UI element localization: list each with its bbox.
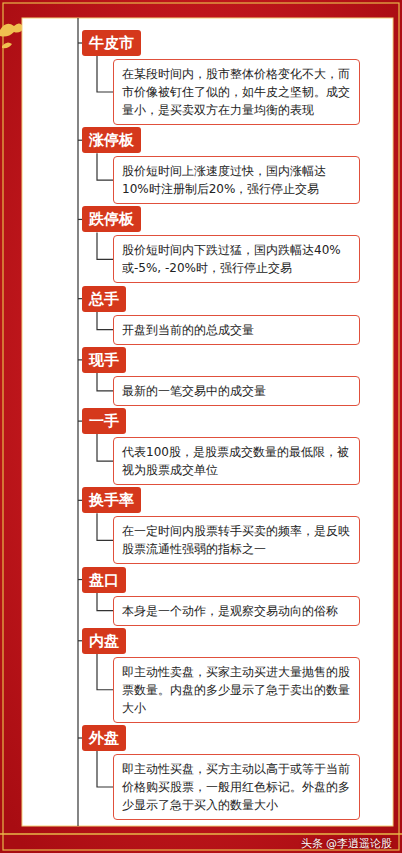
definition-text: 股价短时间内下跌过猛，国内跌幅达40%或-5%, -20%时，强行停止交易	[122, 241, 351, 277]
bracket-connector	[97, 513, 113, 540]
definition-box: 即主动性卖盘，买家主动买进大量抛售的股票数量。内盘的多少显示了急于卖出的数量大小	[113, 657, 360, 723]
definition-text: 即主动性卖盘，买家主动买进大量抛售的股票数量。内盘的多少显示了急于卖出的数量大小	[122, 663, 351, 717]
definition-box: 本身是一个动作，是观察交易动向的俗称	[113, 596, 360, 626]
term-title: 总手	[89, 289, 119, 309]
bracket-connector	[97, 593, 113, 611]
term-title: 牛皮市	[89, 33, 134, 53]
definition-box: 最新的一笔交易中的成交量	[113, 376, 360, 406]
bracket-connector	[97, 312, 113, 330]
bracket-connector	[97, 654, 113, 690]
term-heading: 跌停板	[82, 206, 141, 232]
bracket-connector	[97, 373, 113, 391]
bracket-connector	[97, 751, 113, 787]
gold-frame	[3, 3, 399, 850]
term-title: 一手	[89, 411, 119, 431]
definition-text: 本身是一个动作，是观察交易动向的俗称	[122, 602, 351, 620]
term-heading: 盘口	[82, 567, 126, 593]
definition-text: 股价短时间上涨速度过快，国内涨幅达10%时注册制后20%，强行停止交易	[122, 162, 351, 198]
bracket-connector	[97, 434, 113, 461]
definition-box: 在某段时间内，股市整体价格变化不大，而市价像被钉住了似的，如牛皮之坚韧。成交量小…	[113, 59, 360, 125]
term-heading: 现手	[82, 347, 126, 373]
term-title: 内盘	[89, 631, 119, 651]
term-heading: 牛皮市	[82, 30, 141, 56]
term-heading: 内盘	[82, 628, 126, 654]
term-title: 外盘	[89, 728, 119, 748]
term-title: 跌停板	[89, 209, 134, 229]
definition-text: 开盘到当前的的总成交量	[122, 321, 351, 339]
term-heading: 涨停板	[82, 127, 141, 153]
term-heading: 一手	[82, 408, 126, 434]
term-title: 涨停板	[89, 130, 134, 150]
gold-cloud	[0, 23, 24, 48]
term-heading: 外盘	[82, 725, 126, 751]
definition-box: 代表100股，是股票成交数量的最低限，被视为股票成交单位	[113, 437, 360, 485]
bracket-connector	[97, 232, 113, 259]
white-panel	[22, 18, 393, 826]
definition-box: 股价短时间内下跌过猛，国内跌幅达40%或-5%, -20%时，强行停止交易	[113, 235, 360, 283]
watermark: 头条 @李逍遥论股	[301, 837, 393, 851]
term-heading: 换手率	[82, 487, 141, 513]
term-title: 盘口	[89, 570, 119, 590]
definition-box: 即主动性买盘，买方主动以高于或等于当前价格购买股票，一般用红色标记。外盘的多少显…	[113, 754, 360, 820]
definition-box: 股价短时间上涨速度过快，国内涨幅达10%时注册制后20%，强行停止交易	[113, 156, 360, 204]
definition-text: 最新的一笔交易中的成交量	[122, 382, 351, 400]
term-title: 换手率	[89, 490, 134, 510]
definition-box: 开盘到当前的的总成交量	[113, 315, 360, 345]
term-title: 现手	[89, 350, 119, 370]
term-heading: 总手	[82, 286, 126, 312]
definition-text: 即主动性买盘，买方主动以高于或等于当前价格购买股票，一般用红色标记。外盘的多少显…	[122, 760, 351, 814]
definition-text: 在某段时间内，股市整体价格变化不大，而市价像被钉住了似的，如牛皮之坚韧。成交量小…	[122, 65, 351, 119]
trunk-line	[77, 18, 78, 826]
bracket-connector	[97, 153, 113, 180]
definition-text: 代表100股，是股票成交数量的最低限，被视为股票成交单位	[122, 443, 351, 479]
bracket-connector	[97, 56, 113, 92]
definition-text: 在一定时间内股票转手买卖的频率，是反映股票流通性强弱的指标之一	[122, 522, 351, 558]
gold-line	[0, 833, 402, 835]
definition-box: 在一定时间内股票转手买卖的频率，是反映股票流通性强弱的指标之一	[113, 516, 360, 564]
